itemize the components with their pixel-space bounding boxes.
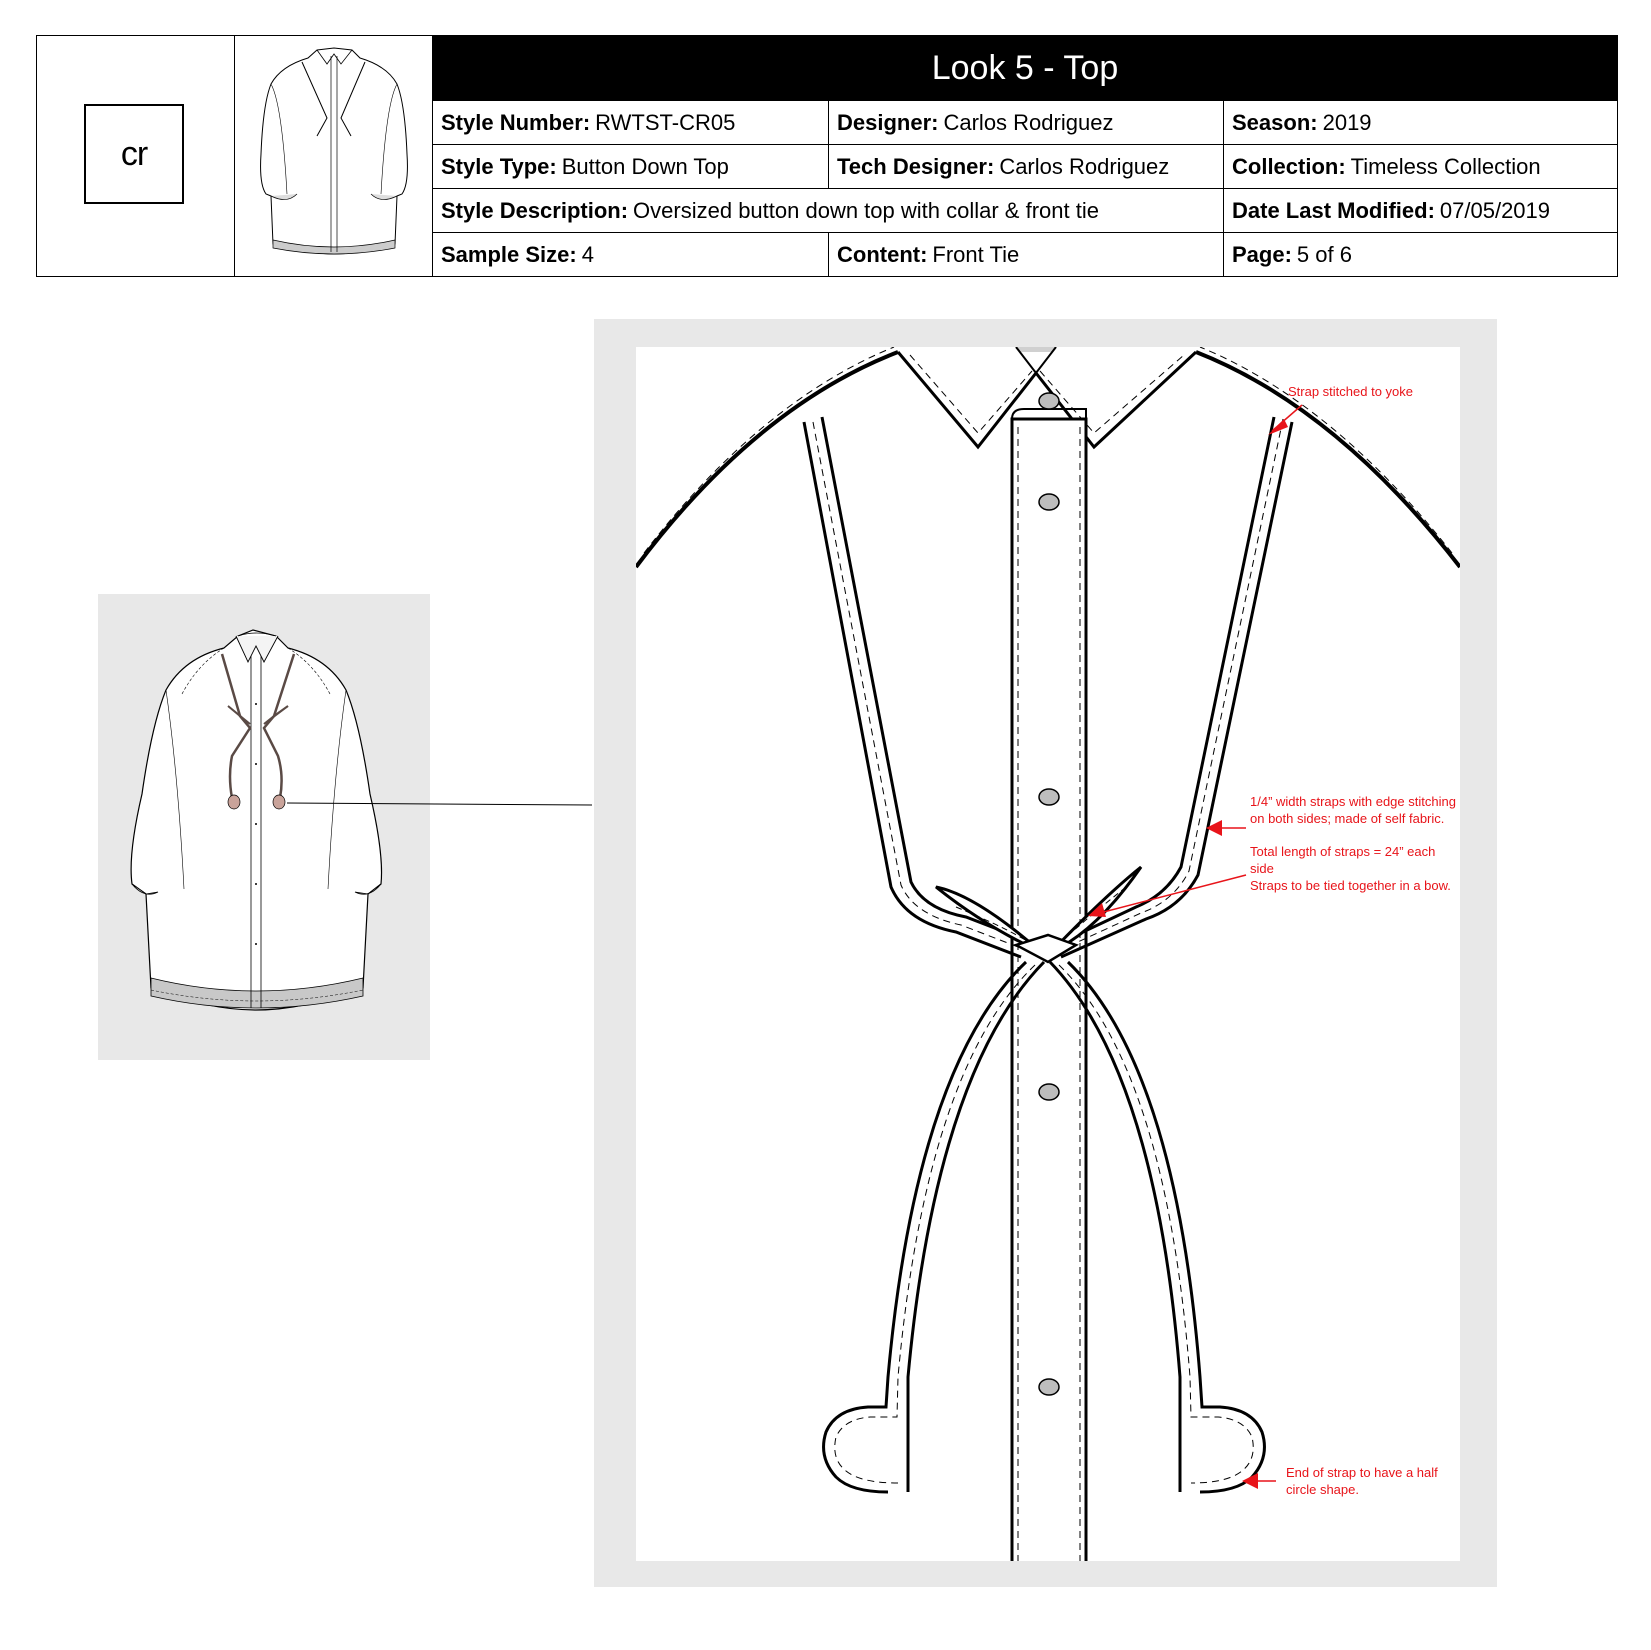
season-cell: Season:2019 <box>1223 101 1617 144</box>
field-label: Date Last Modified: <box>1232 197 1435 223</box>
field-label: Sample Size: <box>441 241 577 267</box>
annotation-strap-width: 1/4” width straps with edge stitching on… <box>1250 793 1456 827</box>
annotation-bow: Straps to be tied together in a bow. <box>1250 878 1451 893</box>
tech-designer-cell: Tech Designer:Carlos Rodriguez <box>828 145 1223 188</box>
info-row: Style Number:RWTST-CR05 Designer:Carlos … <box>433 100 1617 144</box>
designer-cell: Designer:Carlos Rodriguez <box>828 101 1223 144</box>
field-value: Carlos Rodriguez <box>999 153 1170 179</box>
annotation-strap-end: End of strap to have a half circle shape… <box>1286 1464 1438 1498</box>
field-label: Content: <box>837 241 928 267</box>
page-cell: Page:5 of 6 <box>1223 233 1617 276</box>
annotation-line: on both sides; made of self fabric. <box>1250 811 1445 826</box>
field-value: Oversized button down top with collar & … <box>633 197 1099 223</box>
field-value: Front Tie <box>932 241 1020 267</box>
thumbnail-cell <box>235 36 433 276</box>
field-label: Page: <box>1232 241 1292 267</box>
field-label: Designer: <box>837 109 939 135</box>
front-tie-detail-drawing <box>636 347 1460 1561</box>
shirt-overview-drawing <box>130 629 383 1011</box>
annotation-yoke: Strap stitched to yoke <box>1288 384 1414 399</box>
shirt-overview-panel <box>98 594 430 1060</box>
field-value: 2019 <box>1322 109 1372 135</box>
field-label: Style Number: <box>441 109 591 135</box>
field-value: 5 of 6 <box>1296 241 1352 267</box>
spec-info: Look 5 - Top Style Number:RWTST-CR05 Des… <box>433 36 1617 276</box>
content-cell: Content:Front Tie <box>828 233 1223 276</box>
sample-size-cell: Sample Size:4 <box>433 233 828 276</box>
field-value: RWTST-CR05 <box>595 109 736 135</box>
field-label: Style Description: <box>441 197 629 223</box>
detail-canvas: Strap stitched to yoke 1/4” width straps… <box>636 347 1460 1561</box>
info-row: Style Description:Oversized button down … <box>433 188 1617 232</box>
front-tie-detail-panel: Strap stitched to yoke 1/4” width straps… <box>594 319 1497 1587</box>
collection-cell: Collection:Timeless Collection <box>1223 145 1617 188</box>
field-value: 4 <box>581 241 594 267</box>
field-label: Season: <box>1232 109 1318 135</box>
field-label: Tech Designer: <box>837 153 995 179</box>
field-value: 07/05/2019 <box>1439 197 1551 223</box>
field-value: Carlos Rodriguez <box>943 109 1114 135</box>
info-row: Style Type:Button Down Top Tech Designer… <box>433 144 1617 188</box>
style-number-cell: Style Number:RWTST-CR05 <box>433 101 828 144</box>
spec-header: cr Look 5 - Top Style Number:RWTST-CR05 … <box>36 35 1618 277</box>
annotation-line: End of strap to have a half <box>1286 1465 1438 1480</box>
field-value: Button Down Top <box>561 153 729 179</box>
annotation-line: 1/4” width straps with edge stitching <box>1250 794 1456 809</box>
shirt-thumbnail <box>260 47 408 255</box>
field-label: Style Type: <box>441 153 557 179</box>
info-row: Sample Size:4 Content:Front Tie Page:5 o… <box>433 232 1617 276</box>
style-description-cell: Style Description:Oversized button down … <box>433 189 1223 232</box>
page-title: Look 5 - Top <box>433 36 1617 100</box>
annotation-line: circle shape. <box>1286 1482 1359 1497</box>
logo-cell: cr <box>37 36 235 276</box>
annotation-strap-length: Total length of straps = 24” each side <box>1250 844 1436 876</box>
field-label: Collection: <box>1232 153 1346 179</box>
brand-logo: cr <box>84 104 184 204</box>
field-value: Timeless Collection <box>1350 153 1541 179</box>
style-type-cell: Style Type:Button Down Top <box>433 145 828 188</box>
date-modified-cell: Date Last Modified:07/05/2019 <box>1223 189 1617 232</box>
